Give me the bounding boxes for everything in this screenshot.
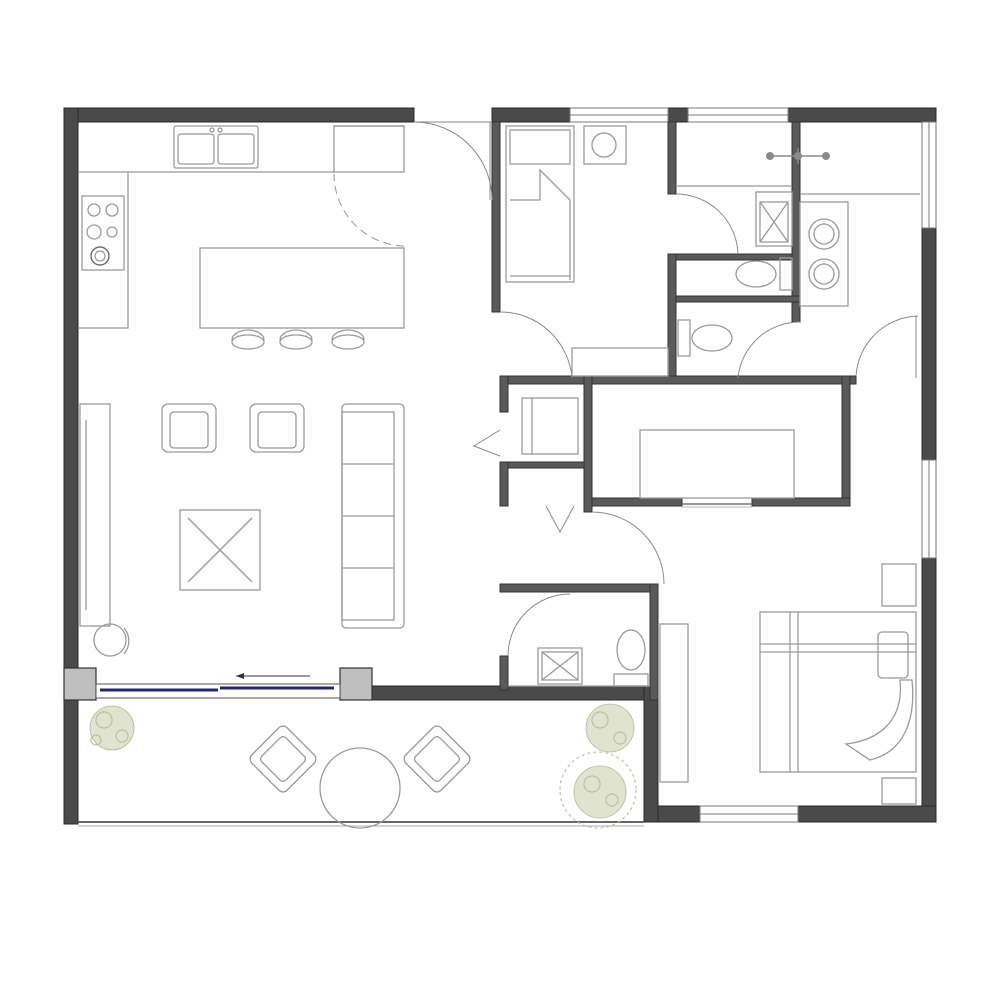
round-table-icon xyxy=(319,747,401,829)
media-console xyxy=(79,403,111,627)
bath2-door xyxy=(507,593,571,657)
wall-bath-wc xyxy=(675,295,801,303)
fridge-door-swing xyxy=(333,173,405,247)
pillar-right xyxy=(339,667,373,701)
plant-icon xyxy=(559,751,637,829)
wall-hall-top xyxy=(499,375,857,385)
patio-chair-icon xyxy=(249,725,317,793)
wall-balcony-right xyxy=(643,685,659,823)
dresser xyxy=(659,623,689,783)
kitchen-island-icon xyxy=(199,247,405,329)
toilet-icon xyxy=(677,319,733,357)
bedroom xyxy=(659,563,917,805)
balcony xyxy=(89,703,637,829)
sink-icon xyxy=(755,191,793,247)
wall-top-mid xyxy=(491,107,571,123)
closets xyxy=(521,397,795,499)
stool-icon xyxy=(279,329,313,350)
wall-left xyxy=(63,107,79,669)
nightstand-icon xyxy=(881,563,917,607)
shower-icon xyxy=(766,148,830,164)
wall-closet-right xyxy=(583,375,593,513)
plant-icon xyxy=(585,703,635,753)
bathroom-1 xyxy=(676,148,920,357)
bedroom-door xyxy=(855,315,919,377)
wc-door xyxy=(737,321,801,379)
closet-shelf xyxy=(521,397,579,455)
sliding-door xyxy=(95,673,341,699)
wall-closet-left-b xyxy=(499,461,509,507)
sink-icon xyxy=(799,201,849,307)
hall-door xyxy=(591,511,665,585)
patio-chair-icon xyxy=(403,725,471,793)
laundry xyxy=(505,125,669,377)
double-sink-icon xyxy=(173,125,259,169)
wall-bath2-left xyxy=(499,655,509,691)
wall-bath1-left-top xyxy=(667,121,677,195)
armchair-icon xyxy=(249,403,305,453)
toilet-icon xyxy=(613,629,649,687)
wall-bath1-left-bot xyxy=(667,253,677,379)
stool-icon xyxy=(231,329,265,350)
wall-top-left xyxy=(63,107,415,123)
plant-icon xyxy=(89,705,135,751)
sink-icon xyxy=(537,647,583,685)
interior-walls xyxy=(491,121,857,701)
laundry-icon xyxy=(583,125,627,165)
wall-wic-bottom-a xyxy=(591,497,683,507)
wall-bath1-mid xyxy=(675,253,793,261)
wall-bath1-right xyxy=(791,121,801,323)
doors xyxy=(333,121,919,657)
cooktop-icon xyxy=(81,195,125,271)
walk-in-closet-island xyxy=(639,429,795,499)
wall-top-mid2 xyxy=(667,107,689,123)
entry-door xyxy=(413,121,493,201)
coffee-table-icon xyxy=(179,509,261,591)
wall-bottom-b xyxy=(797,805,937,823)
wall-balcony-left xyxy=(63,699,79,825)
refrigerator-icon xyxy=(333,125,405,173)
pillar-left xyxy=(63,667,97,701)
counter-side xyxy=(78,172,129,329)
stool-icon xyxy=(331,329,365,350)
wall-closet-bottom xyxy=(507,461,589,469)
kitchen xyxy=(78,125,405,350)
wall-closet-left-a xyxy=(499,375,509,413)
wall-top-right xyxy=(787,107,937,123)
nightstand-icon xyxy=(881,777,917,805)
bed-icon xyxy=(759,611,917,773)
arrow-left-icon xyxy=(236,673,244,679)
wall-bath2-right xyxy=(649,583,659,701)
closet-bifold-1 xyxy=(472,429,501,457)
lamp-icon xyxy=(93,623,130,657)
windows xyxy=(78,107,937,827)
wall-wic-bottom-b xyxy=(751,497,851,507)
laundry-door xyxy=(499,311,573,379)
wall-wic-right xyxy=(841,375,851,507)
bathroom-2 xyxy=(508,629,650,687)
shelf-laundry xyxy=(571,347,669,377)
wall-bath2-top xyxy=(499,583,659,593)
wall-right-upper xyxy=(921,227,937,461)
wall-right-lower xyxy=(921,557,937,823)
exterior-walls xyxy=(63,107,937,825)
sofa-icon xyxy=(341,403,405,629)
closet-bifold-2 xyxy=(545,505,575,534)
armchair-icon xyxy=(161,403,217,453)
laundry-icon xyxy=(509,129,571,280)
bath1-door xyxy=(675,193,739,255)
wall-laundry-left xyxy=(491,121,501,313)
counter-laundry xyxy=(505,125,575,283)
toilet-icon xyxy=(735,257,793,291)
living-room xyxy=(79,403,405,657)
wall-living-bottom xyxy=(371,685,659,701)
